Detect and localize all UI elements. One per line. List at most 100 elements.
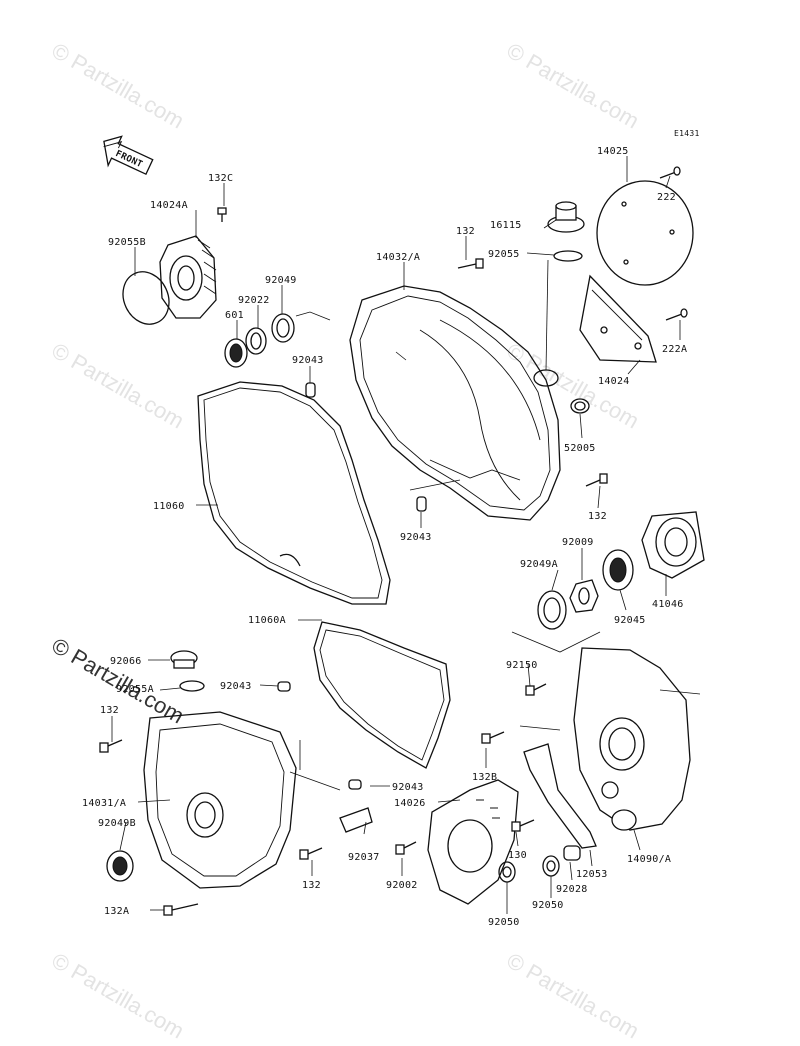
label-11060: 11060 (153, 501, 185, 512)
watermark-text: © Partzilla.com (48, 338, 189, 434)
bearing-601 (224, 338, 248, 368)
dowel-pin-92043-bottom (348, 779, 362, 790)
watermarks: © Partzilla.com © Partzilla.com © Partzi… (48, 38, 644, 1044)
label-130: 130 (508, 850, 527, 861)
screw-222 (659, 166, 681, 179)
label-14026: 14026 (394, 798, 426, 809)
label-92002: 92002 (386, 880, 418, 891)
label-14090A: 14090/A (627, 854, 671, 865)
o-ring-92055B (122, 271, 170, 325)
o-ring-92055 (553, 250, 583, 262)
collar-92028 (563, 845, 581, 861)
label-16115: 16115 (490, 220, 522, 231)
label-132: 132 (588, 511, 607, 522)
label-132A: 132A (104, 906, 129, 917)
label-92055: 92055 (488, 249, 520, 260)
label-92022: 92022 (238, 295, 270, 306)
oil-seal-92049 (271, 313, 295, 343)
watermark-text: © Partzilla.com (48, 38, 189, 134)
o-ring-92055A (179, 680, 205, 692)
label-92043: 92043 (400, 532, 432, 543)
watermark-text: © Partzilla.com (503, 948, 644, 1044)
dowel-pin-92043-mid (416, 496, 427, 512)
label-92043: 92043 (220, 681, 252, 692)
part-14024A (159, 235, 217, 319)
label-132: 132 (100, 705, 119, 716)
label-14032A: 14032/A (376, 252, 420, 263)
label-92150: 92150 (506, 660, 538, 671)
label-92009: 92009 (562, 537, 594, 548)
label-92037: 92037 (348, 852, 380, 863)
bolt-130 (511, 819, 535, 832)
label-14024A: 14024A (150, 200, 188, 211)
gasket-11060A-inner (319, 629, 445, 761)
oil-seal-92049B (106, 850, 134, 882)
bolt-132-bottom (299, 847, 323, 860)
label-52005: 52005 (564, 443, 596, 454)
part-labels: 132C 14024A 92055B 92049 92022 601 92043… (82, 146, 687, 928)
gasket-11060A (313, 621, 451, 769)
label-41046: 41046 (652, 599, 684, 610)
plug-92066 (170, 650, 198, 669)
oil-seal-52005 (570, 398, 590, 414)
label-92043: 92043 (392, 782, 424, 793)
label-92066: 92066 (110, 656, 142, 667)
label-14024: 14024 (598, 376, 630, 387)
label-132B: 132B (472, 772, 497, 783)
collar-92009 (569, 579, 599, 613)
label-12053: 12053 (576, 869, 608, 880)
watermark-text: © Partzilla.com (48, 948, 189, 1044)
leader-lines (111, 156, 701, 914)
bearing-92045 (602, 549, 634, 591)
cover-14025 (596, 180, 694, 286)
label-92055B: 92055B (108, 237, 146, 248)
label-92050: 92050 (488, 917, 520, 928)
screw-222A (665, 308, 688, 321)
label-14031A: 14031/A (82, 798, 126, 809)
bolt-132-upper (457, 258, 484, 269)
part-14090A (573, 647, 691, 831)
label-222: 222 (657, 192, 676, 203)
label-132: 132 (456, 226, 475, 237)
bolt-132C (217, 207, 227, 222)
oil-filler-cap-16115 (547, 201, 585, 233)
gasket-11060-inner (203, 387, 383, 599)
guide-12053 (523, 743, 597, 849)
label-92055A: 92055A (116, 684, 154, 695)
bracket-92037 (339, 807, 373, 833)
label-14025: 14025 (597, 146, 629, 157)
dowel-pin-92043-lower (277, 681, 291, 692)
label-222A: 222A (662, 344, 687, 355)
label-92049A: 92049A (520, 559, 558, 570)
bolt-132-right (585, 473, 608, 487)
label-92045: 92045 (614, 615, 646, 626)
front-arrow-icon: FRONT (103, 135, 154, 176)
washer-92022 (245, 327, 267, 355)
label-132: 132 (302, 880, 321, 891)
bolt-132B (481, 731, 505, 744)
label-92028: 92028 (556, 884, 588, 895)
bolt-132-left (99, 739, 123, 753)
dowel-pin-92043-upper (305, 382, 316, 398)
diagram-code: E1431 (674, 129, 700, 138)
oil-seal-92049A (537, 590, 567, 630)
label-92049: 92049 (265, 275, 297, 286)
gasket-11060 (197, 381, 391, 605)
label-92043: 92043 (292, 355, 324, 366)
bolt-132A (163, 903, 199, 916)
label-601: 601 (225, 310, 244, 321)
watermark-text: © Partzilla.com (503, 38, 644, 134)
label-92049B: 92049B (98, 818, 136, 829)
part-14032A (349, 285, 561, 521)
label-132C: 132C (208, 173, 233, 184)
gasket-11060-notch (279, 553, 301, 567)
part-14026 (427, 779, 519, 905)
label-11060A: 11060A (248, 615, 286, 626)
bearing-41046 (641, 511, 705, 579)
part-14031A (143, 711, 297, 889)
label-92050: 92050 (532, 900, 564, 911)
washer-92050-b (542, 855, 560, 877)
bolt-92150 (525, 683, 547, 696)
bolt-92002 (395, 841, 417, 855)
